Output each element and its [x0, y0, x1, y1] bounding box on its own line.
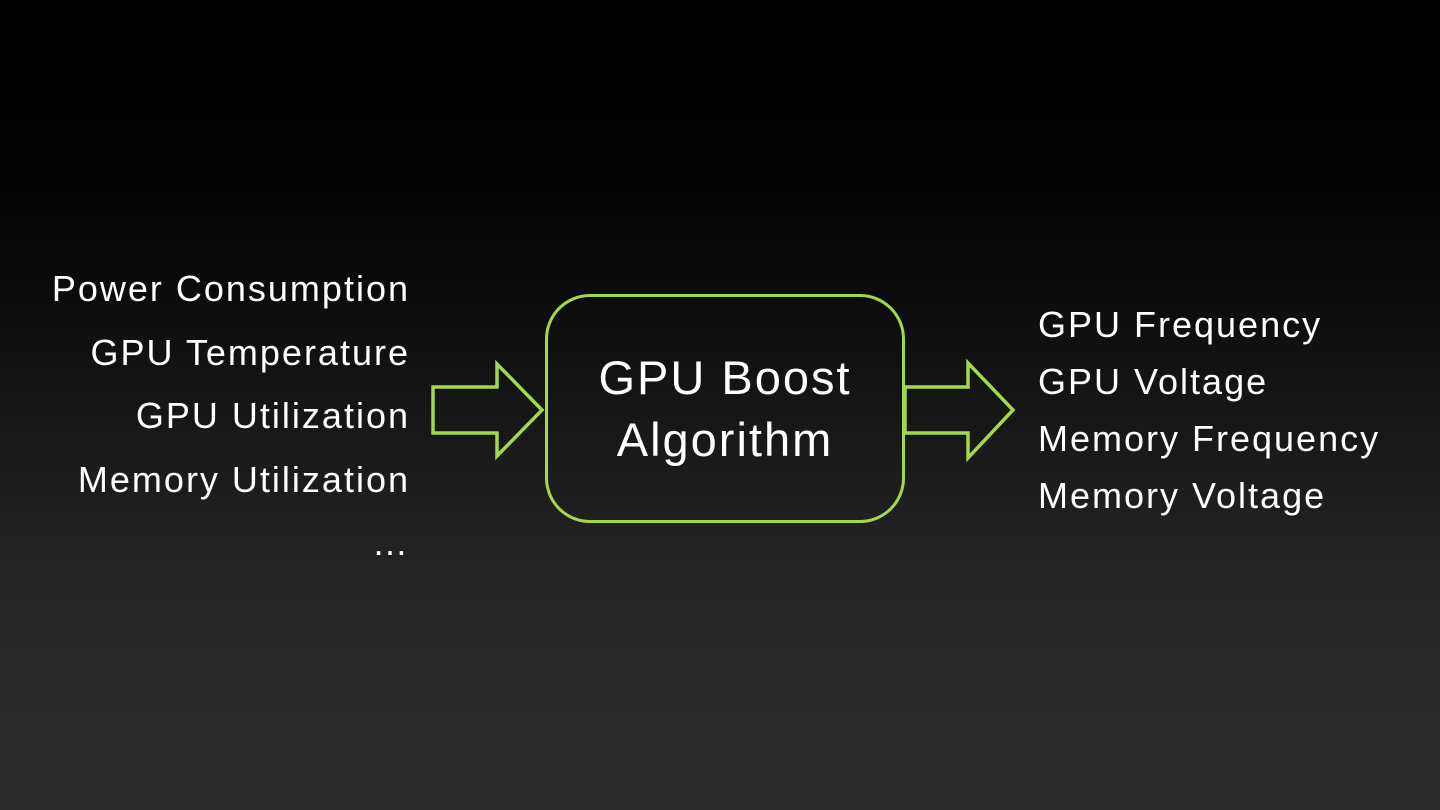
input-list: Power Consumption GPU Temperature GPU Ut… — [0, 257, 410, 575]
process-box: GPU Boost Algorithm — [545, 294, 905, 523]
process-label: GPU Boost Algorithm — [598, 347, 851, 471]
output-item-gpu-frequency: GPU Frequency — [1038, 304, 1323, 345]
input-arrow-icon — [431, 359, 545, 461]
output-list: GPU Frequency GPU Voltage Memory Frequen… — [1038, 296, 1418, 524]
process-label-line1: GPU Boost — [598, 350, 852, 404]
process-label-line2: Algorithm — [616, 412, 834, 466]
input-item-memory-utilization: Memory Utilization — [77, 458, 410, 500]
input-item-gpu-utilization: GPU Utilization — [135, 395, 410, 436]
output-item-gpu-voltage: GPU Voltage — [1038, 361, 1269, 402]
input-item-ellipsis: … — [372, 522, 410, 563]
output-item-memory-voltage: Memory Voltage — [1038, 475, 1327, 516]
input-item-power-consumption: Power Consumption — [51, 268, 410, 309]
output-arrow-icon — [903, 358, 1016, 463]
input-item-gpu-temperature: GPU Temperature — [90, 331, 410, 373]
output-item-memory-frequency: Memory Frequency — [1038, 418, 1381, 459]
